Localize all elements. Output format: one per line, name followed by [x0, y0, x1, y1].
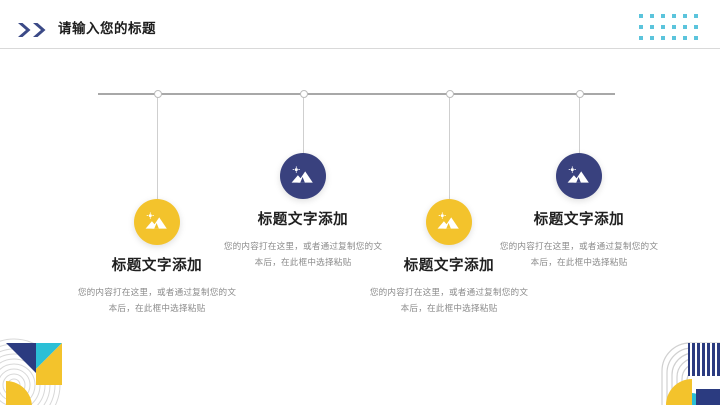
timeline-node-4-icon-badge[interactable] — [556, 153, 602, 199]
timeline-item-2-text: 标题文字添加 您的内容打在这里，或者通过复制您的文本后，在此框中选择粘贴 — [221, 210, 385, 271]
dot-grid-dot — [672, 25, 676, 29]
timeline-item-3-title: 标题文字添加 — [403, 258, 495, 274]
timeline-item-3-body: 您的内容打在这里，或者通过复制您的文本后，在此框中选择粘贴 — [369, 288, 529, 314]
page-title: 请输入您的标题 — [58, 21, 156, 37]
dot-grid-dot — [661, 14, 665, 18]
dot-grid-dot — [661, 36, 665, 40]
timeline-node-2-icon-badge[interactable] — [280, 153, 326, 199]
timeline-item-4-body: 您的内容打在这里，或者通过复制您的文本后，在此框中选择粘贴 — [499, 242, 659, 268]
timeline-joint-3 — [446, 90, 454, 98]
concentric-arcs-stripes-decoration — [652, 333, 720, 405]
image-mountains-icon — [437, 212, 461, 232]
double-chevron-right-icon — [17, 22, 57, 38]
dot-grid-dot — [661, 25, 665, 29]
dot-grid-dot — [639, 14, 643, 18]
dot-grid-dot — [639, 25, 643, 29]
dot-grid-dot — [650, 25, 654, 29]
slide-header: 请输入您的标题 — [0, 0, 720, 50]
timeline-connector-1 — [157, 94, 158, 201]
dot-grid-dot — [683, 25, 687, 29]
timeline-axis — [98, 93, 615, 95]
timeline-item-1-body: 您的内容打在这里，或者通过复制您的文本后，在此框中选择粘贴 — [77, 288, 237, 314]
timeline-item-2-title: 标题文字添加 — [257, 212, 349, 228]
timeline-connector-2 — [303, 94, 304, 155]
dot-grid-dot — [639, 36, 643, 40]
image-mountains-icon — [145, 212, 169, 232]
dot-grid-dot — [694, 25, 698, 29]
timeline-joint-4 — [576, 90, 584, 98]
timeline-item-3-text: 标题文字添加 您的内容打在这里，或者通过复制您的文本后，在此框中选择粘贴 — [367, 256, 531, 317]
timeline-item-4-text: 标题文字添加 您的内容打在这里，或者通过复制您的文本后，在此框中选择粘贴 — [497, 210, 661, 271]
timeline-node-3-icon-badge[interactable] — [426, 199, 472, 245]
dot-grid-dot — [683, 14, 687, 18]
timeline-joint-2 — [300, 90, 308, 98]
timeline-connector-3 — [449, 94, 450, 201]
dot-grid-dot — [672, 36, 676, 40]
timeline-item-2-body: 您的内容打在这里，或者通过复制您的文本后，在此框中选择粘贴 — [223, 242, 383, 268]
timeline-connector-4 — [579, 94, 580, 155]
dot-grid-dot — [650, 14, 654, 18]
timeline-item-1-text: 标题文字添加 您的内容打在这里，或者通过复制您的文本后，在此框中选择粘贴 — [75, 256, 239, 317]
concentric-arcs-triangles-decoration — [0, 337, 72, 405]
timeline-item-1-title: 标题文字添加 — [111, 258, 203, 274]
image-mountains-icon — [567, 166, 591, 186]
timeline-item-4-title: 标题文字添加 — [533, 212, 625, 228]
timeline-joint-1 — [154, 90, 162, 98]
timeline-node-1-icon-badge[interactable] — [134, 199, 180, 245]
image-mountains-icon — [291, 166, 315, 186]
dot-grid-dot — [650, 36, 654, 40]
dot-grid-dot — [672, 14, 676, 18]
dot-grid-dot — [694, 14, 698, 18]
dot-grid-dot — [683, 36, 687, 40]
header-divider — [0, 48, 720, 49]
dot-grid-dot — [694, 36, 698, 40]
